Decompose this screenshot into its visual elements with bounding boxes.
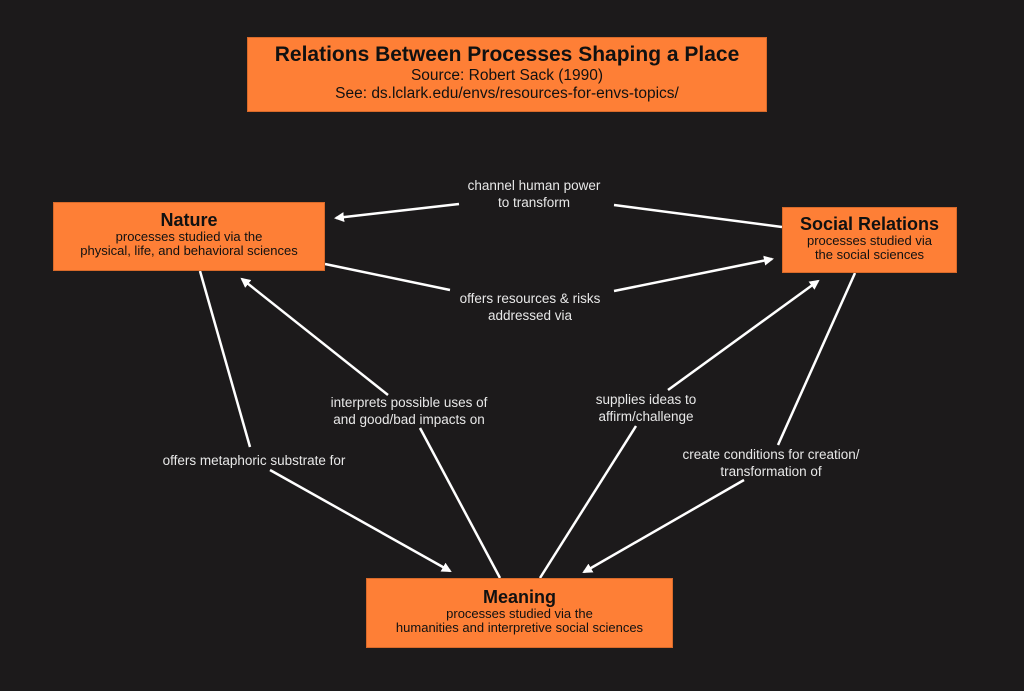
- arrow-nature-to-meaning-tail: [198, 270, 252, 448]
- edge-label-line: transformation of: [720, 464, 822, 479]
- node-nature: Nature processes studied via the physica…: [53, 202, 325, 271]
- node-social-desc-1: processes studied via: [806, 233, 932, 248]
- edge-label-supplies-ideas: supplies ideas to affirm/challenge: [596, 391, 697, 425]
- arrow-nature-to-meaning: [269, 468, 452, 573]
- diagram-see-link: See: ds.lclark.edu/envs/resources-for-en…: [335, 85, 679, 102]
- edge-label-line: addressed via: [487, 308, 573, 323]
- edge-label-line: channel human power: [467, 178, 601, 193]
- diagram-title: Relations Between Processes Shaping a Pl…: [274, 43, 740, 66]
- arrow-meaning-to-nature-tail: [418, 427, 502, 579]
- node-social-title: Social Relations: [799, 214, 940, 234]
- arrow-nature-to-social: [613, 255, 774, 293]
- node-meaning-desc-1: processes studied via the: [446, 606, 593, 621]
- edge-label-create-conditions: create conditions for creation/ transfor…: [682, 446, 859, 480]
- arrow-social-to-nature-head: [334, 202, 460, 223]
- edge-label-metaphoric: offers metaphoric substrate for: [163, 452, 346, 469]
- edge-label-interprets: interprets possible uses of and good/bad…: [331, 394, 488, 428]
- arrow-meaning-to-social-tail: [538, 425, 638, 579]
- edge-label-line: and good/bad impacts on: [333, 412, 485, 427]
- edge-label-offers-resources: offers resources & risks addressed via: [460, 290, 601, 324]
- node-social-desc-2: the social sciences: [814, 247, 925, 262]
- edge-label-line: create conditions for creation/: [682, 447, 860, 462]
- title-box: Relations Between Processes Shaping a Pl…: [247, 37, 767, 112]
- node-meaning-desc-2: humanities and interpretive social scien…: [395, 620, 644, 635]
- node-meaning: Meaning processes studied via the humani…: [366, 578, 673, 648]
- edge-label-channel-power: channel human power to transform: [468, 177, 601, 211]
- edge-label-line: supplies ideas to: [595, 392, 697, 407]
- node-nature-desc-1: processes studied via the: [115, 229, 263, 244]
- edge-label-line: to transform: [497, 195, 571, 210]
- arrow-social-to-meaning-tail: [776, 272, 857, 446]
- edge-label-line: affirm/challenge: [598, 409, 694, 424]
- diagram-source: Source: Robert Sack (1990): [410, 67, 604, 84]
- node-nature-title: Nature: [160, 210, 218, 230]
- node-meaning-title: Meaning: [482, 587, 556, 607]
- arrow-meaning-to-social: [667, 279, 820, 392]
- node-nature-desc-2: physical, life, and behavioral sciences: [80, 243, 298, 258]
- edge-label-line: offers resources & risks: [459, 291, 601, 306]
- node-social-relations: Social Relations processes studied via t…: [782, 207, 957, 273]
- arrow-meaning-to-nature: [240, 277, 389, 396]
- arrow-social-to-meaning: [582, 478, 745, 574]
- edge-label-line: offers metaphoric substrate for: [162, 453, 346, 468]
- arrow-social-to-nature: [613, 203, 783, 229]
- edge-label-line: interprets possible uses of: [330, 395, 488, 410]
- arrow-nature-to-social-tail: [324, 262, 451, 292]
